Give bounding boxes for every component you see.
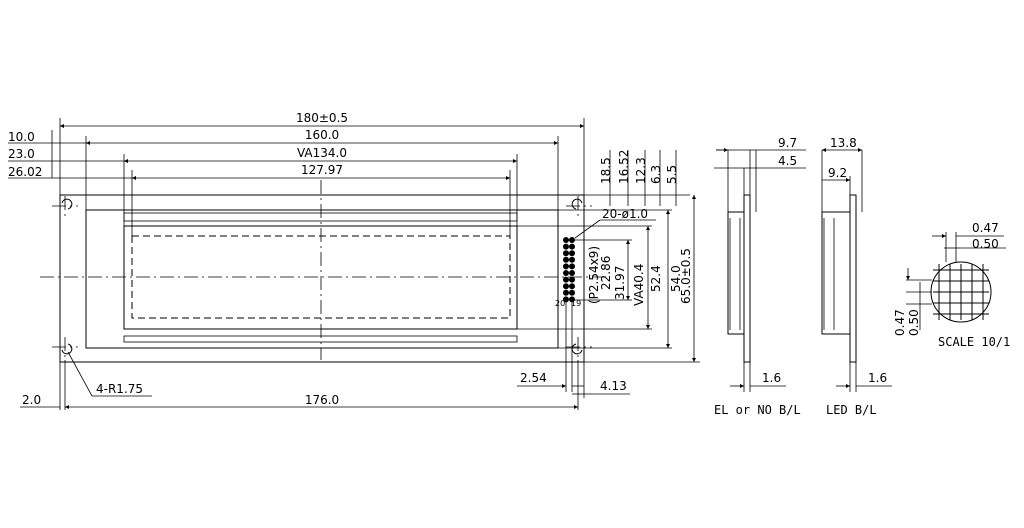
dim-h-3197: 31.97 — [613, 266, 627, 300]
dim-pitch-254: 2.54 — [520, 371, 547, 385]
dim-h-2286: 22.86 — [599, 256, 613, 290]
left-dimensions: 10.0 23.0 26.02 — [8, 130, 132, 179]
pin-hole — [563, 283, 569, 290]
top-dimensions: 180±0.5 160.0 VA134.0 127.97 — [59, 111, 585, 236]
pin-hole — [563, 250, 569, 257]
pin-hole — [563, 256, 569, 263]
right-top-dimensions: 18.5 16.52 12.3 6.3 5.5 — [584, 150, 690, 206]
detail-caption: SCALE 10/1 — [938, 335, 1010, 349]
led-caption: LED B/L — [826, 403, 877, 417]
side-view-led: 13.8 9.2 1.6 LED B/L — [821, 136, 892, 417]
dot-detail: 0.47 0.50 0.47 0.50 SCALE 10/1 — [893, 221, 1010, 349]
el-dim-97: 9.7 — [778, 136, 797, 150]
pin-hole — [563, 296, 569, 303]
pin-hole — [569, 276, 575, 283]
dim-right-55: 5.5 — [665, 165, 679, 184]
dim-h-540: 54.0 — [669, 265, 683, 292]
pin-hole — [569, 289, 575, 296]
pin-hole — [563, 276, 569, 283]
pin-hole — [563, 263, 569, 270]
dot-grid — [933, 264, 989, 320]
dim-active-area: 127.97 — [301, 163, 343, 177]
front-view: 180±0.5 160.0 VA134.0 127.97 10.0 23.0 2… — [8, 111, 700, 410]
el-dim-45: 4.5 — [778, 154, 797, 168]
dim-pin-413: 4.13 — [600, 379, 627, 393]
el-pcb — [727, 211, 745, 335]
dim-bottom-2: 2.0 — [22, 393, 41, 407]
pin-hole — [569, 243, 575, 250]
pin-header — [563, 237, 575, 303]
dim-overall-width: 180±0.5 — [296, 111, 348, 125]
dim-va-404: VA40.4 — [632, 264, 646, 306]
dim-right-185: 18.5 — [599, 157, 613, 184]
dim-h-524: 52.4 — [649, 265, 663, 292]
led-body — [849, 194, 857, 363]
dim-viewing-area: VA134.0 — [297, 146, 347, 160]
bottom-dimensions: 2.0 176.0 4-R1.75 2.54 4.13 — [20, 300, 630, 410]
el-body — [743, 194, 751, 363]
top-strip — [123, 212, 518, 222]
detail-dim-047-top: 0.47 — [972, 221, 999, 235]
pin-hole — [569, 250, 575, 257]
pin-19-label: 19 — [571, 299, 581, 308]
bottom-strip — [123, 335, 518, 343]
pin-hole — [563, 237, 569, 243]
pin-hole — [563, 243, 569, 250]
detail-dim-047-side: 0.47 — [893, 309, 907, 336]
dim-pin-pitch: (P2.54x9) — [587, 246, 601, 304]
led-dim-92: 9.2 — [828, 166, 847, 180]
pin-hole — [569, 263, 575, 270]
right-vertical-dimensions: (P2.54x9) 22.86 31.97 VA40.4 52.4 54.0 6… — [517, 195, 700, 363]
pin-hole — [563, 270, 569, 276]
dim-right-123: 12.3 — [634, 157, 648, 184]
dim-offset-10: 10.0 — [8, 130, 35, 144]
side-view-el: 9.7 4.5 1.6 EL or NO B/L — [714, 136, 806, 417]
led-pcb — [821, 211, 851, 335]
module-outline — [59, 194, 585, 363]
mounting-holes — [52, 196, 592, 360]
pin-hole — [563, 289, 569, 296]
dim-right-1652: 16.52 — [617, 150, 631, 184]
bezel-outline — [85, 209, 559, 349]
dim-right-63: 6.3 — [649, 165, 663, 184]
dim-offset-26: 26.02 — [8, 165, 42, 179]
pin-hole — [569, 270, 575, 276]
viewing-area — [123, 225, 518, 330]
dim-offset-23: 23.0 — [8, 147, 35, 161]
el-dim-16: 1.6 — [762, 371, 781, 385]
dim-pin-holes: 20-ø1.0 — [602, 207, 648, 221]
led-dim-138: 13.8 — [830, 136, 857, 150]
dim-corner-radius: 4-R1.75 — [96, 382, 143, 396]
led-dim-16: 1.6 — [868, 371, 887, 385]
dim-pcb-width: 160.0 — [305, 128, 339, 142]
pin-hole — [569, 296, 575, 303]
pin-hole — [569, 283, 575, 290]
detail-dim-050-side: 0.50 — [907, 309, 921, 336]
pin-hole — [569, 256, 575, 263]
detail-dim-050-top: 0.50 — [972, 237, 999, 251]
pin-20-label: 20 — [555, 299, 565, 308]
el-caption: EL or NO B/L — [714, 403, 801, 417]
dim-overall-height: 65.0±0.5 — [679, 248, 693, 304]
dim-bottom-176: 176.0 — [305, 393, 339, 407]
